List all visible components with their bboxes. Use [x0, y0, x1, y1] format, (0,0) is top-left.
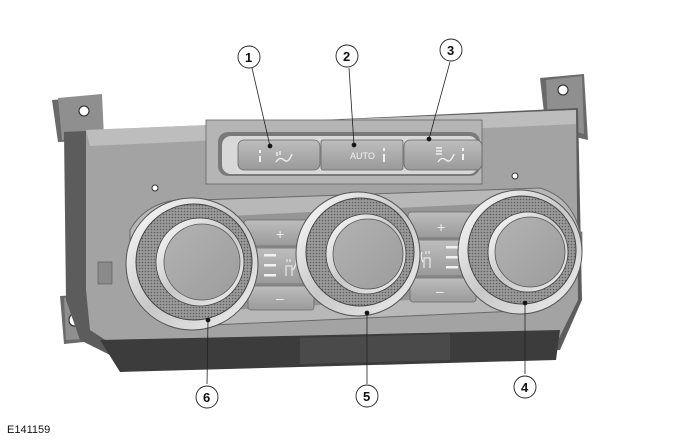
left-upper-bracket	[52, 94, 104, 142]
indicator-led-right	[462, 148, 464, 160]
svg-text:6: 6	[203, 390, 210, 405]
windshield-defrost-button[interactable]	[403, 139, 483, 171]
left-seat-rocker: + –	[243, 219, 315, 311]
callout-1: 1	[237, 45, 261, 69]
rear-window-defrost-icon	[275, 151, 293, 163]
left-seat-minus-button[interactable]: –	[247, 285, 315, 311]
minus-label: –	[436, 283, 444, 299]
callout-6: 6	[195, 385, 219, 409]
callout-2: 2	[335, 44, 359, 68]
svg-text:3: 3	[447, 43, 454, 58]
right-temperature-knob[interactable]	[457, 189, 583, 315]
svg-text:1: 1	[245, 50, 252, 65]
auto-label: AUTO	[350, 151, 375, 161]
callout-5: 5	[355, 384, 379, 408]
center-fan-knob[interactable]	[295, 191, 421, 317]
rear-defrost-button[interactable]	[237, 139, 321, 171]
plus-label: +	[437, 219, 445, 235]
indicator-led-auto	[383, 148, 385, 162]
heated-seat-icon	[420, 251, 431, 268]
callout-4: 4	[513, 375, 537, 399]
indicator-led-left	[259, 150, 261, 162]
svg-text:2: 2	[343, 49, 350, 64]
figure-id-label: E141159	[7, 424, 51, 436]
minus-label: –	[276, 290, 284, 306]
callout-leaders	[205, 61, 528, 385]
right-seat-rocker: + –	[407, 211, 477, 303]
callout-3: 3	[439, 38, 463, 62]
plus-label: +	[276, 226, 284, 242]
auto-button[interactable]: AUTO	[320, 139, 404, 171]
svg-text:4: 4	[521, 380, 529, 395]
svg-text:5: 5	[363, 389, 370, 404]
left-temperature-knob[interactable]	[125, 197, 259, 331]
windshield-defrost-icon	[436, 147, 455, 163]
